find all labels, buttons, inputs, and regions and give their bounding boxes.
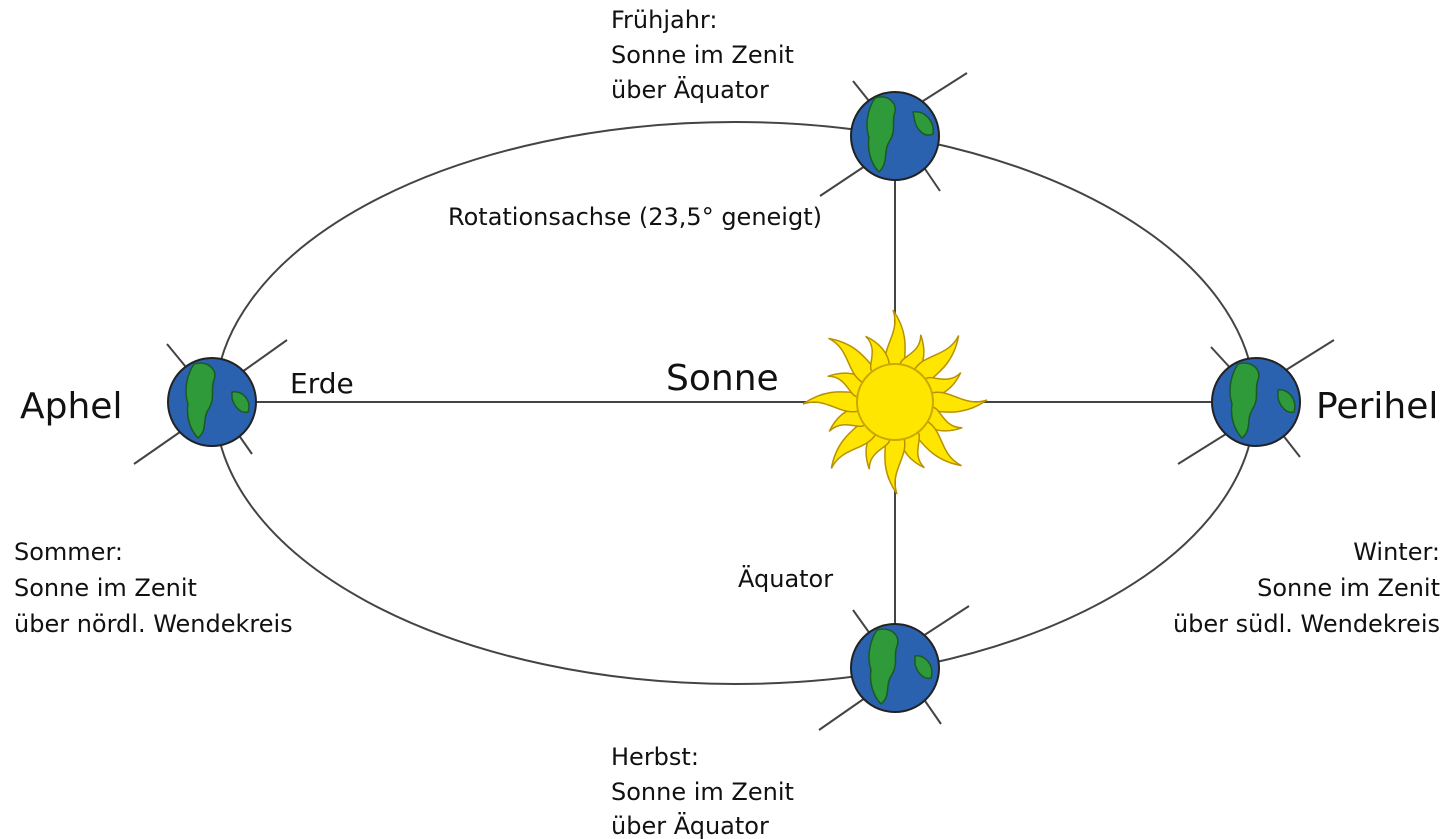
autumn-caption: Herbst: Sonne im Zenit über Äquator <box>611 743 794 839</box>
winter-line-3: über südl. Wendekreis <box>1173 610 1440 638</box>
sun-ray <box>884 437 906 495</box>
summer-line-2: Sonne im Zenit <box>14 574 197 602</box>
earth-icon-winter <box>1177 339 1335 465</box>
winter-line-1: Winter: <box>1353 538 1440 566</box>
sun-ray <box>930 391 988 413</box>
earth-icon-spring <box>819 72 968 197</box>
earth-icon-autumn <box>818 605 970 731</box>
sun-ray <box>884 309 906 367</box>
autumn-line-2: Sonne im Zenit <box>611 778 794 806</box>
sun-ray <box>865 335 891 374</box>
spring-line-1: Frühjahr: <box>611 6 717 34</box>
autumn-line-1: Herbst: <box>611 743 699 771</box>
spring-line-3: über Äquator <box>611 75 769 104</box>
equator-label: Äquator <box>738 564 833 593</box>
rotation-axis-label: Rotationsachse (23,5° geneigt) <box>448 203 822 231</box>
perihel-label: Perihel <box>1316 386 1438 427</box>
sun-ray <box>828 337 877 384</box>
spring-line-2: Sonne im Zenit <box>611 41 794 69</box>
sun-icon <box>802 309 988 495</box>
summer-caption: Sommer: Sonne im Zenit über nördl. Wende… <box>14 538 293 638</box>
spring-caption: Frühjahr: Sonne im Zenit über Äquator <box>611 6 794 104</box>
winter-line-2: Sonne im Zenit <box>1257 574 1440 602</box>
sun-ray <box>913 420 962 467</box>
earth-icon-summer <box>133 339 288 465</box>
sun-ray <box>913 335 960 384</box>
autumn-line-3: über Äquator <box>611 811 769 839</box>
earth-label: Erde <box>290 367 354 400</box>
winter-caption: Winter: Sonne im Zenit über südl. Wendek… <box>1173 538 1440 638</box>
sun-ray <box>802 391 860 413</box>
summer-line-3: über nördl. Wendekreis <box>14 610 293 638</box>
summer-line-1: Sommer: <box>14 538 123 566</box>
aphel-label: Aphel <box>20 386 122 427</box>
sun-label: Sonne <box>666 358 779 399</box>
sun-ray <box>830 420 877 469</box>
